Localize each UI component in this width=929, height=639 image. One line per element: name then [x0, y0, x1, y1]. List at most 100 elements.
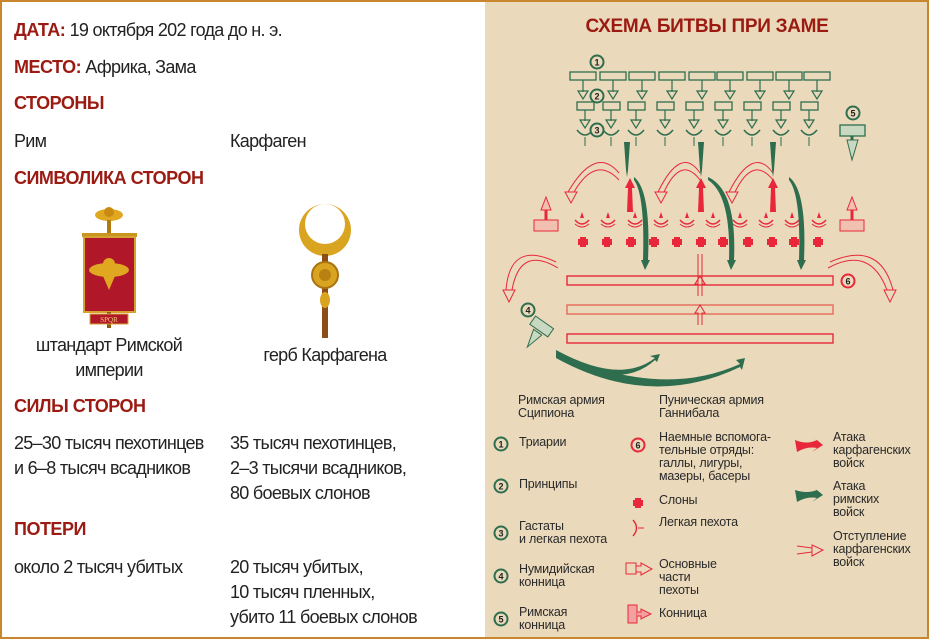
marker-2-icon: 2 — [493, 478, 509, 494]
roman-maniple-column — [800, 71, 831, 146]
triarii-unit — [628, 71, 656, 81]
main-infantry-icon — [625, 562, 654, 576]
text-line: войск — [833, 555, 865, 569]
roman-attack-arrow — [624, 142, 630, 177]
text-line: Римская — [519, 605, 568, 619]
roman-maniple-column — [714, 71, 744, 146]
elephant-unit — [626, 237, 636, 247]
battle-scheme-panel: СХЕМА БИТВЫ ПРИ ЗАМЕ 1 2 3 5 4 6 Римская арми… — [485, 0, 929, 639]
advance-arrow — [694, 254, 706, 285]
marker-number: 3 — [498, 529, 503, 539]
elephant-unit — [672, 237, 682, 247]
roman-cavalry-unit — [839, 124, 866, 162]
place-value: Африка, Зама — [85, 57, 196, 77]
principes-unit — [743, 101, 762, 111]
legend-punic-item: Конница — [659, 607, 707, 620]
numidian-cavalry-unit — [526, 315, 555, 349]
text-line: Триарии — [519, 435, 567, 449]
punic-cavalry-unit — [533, 195, 559, 232]
text-line: Конница — [659, 606, 707, 620]
punic-cavalry-unit — [839, 195, 865, 232]
principes-unit — [772, 101, 791, 111]
principes-unit — [800, 101, 819, 111]
cavalry-icon — [627, 604, 653, 624]
text-line: галлы, лигуры, — [659, 456, 743, 470]
marker-4-icon: 4 — [520, 302, 536, 318]
punic-light-infantry-unit — [574, 212, 590, 228]
triarii-unit — [746, 71, 774, 81]
triarii-unit — [803, 71, 831, 81]
elephant-unit — [696, 237, 706, 247]
punic-retreat-arrow — [725, 162, 774, 205]
triarii-unit — [775, 71, 803, 81]
marker-number: 6 — [635, 441, 640, 451]
caption-line: империи — [75, 360, 143, 380]
losses-carthage: 20 тысяч убитых,10 тысяч пленных,убито 1… — [230, 555, 418, 630]
text-line: карфагенских — [833, 443, 911, 457]
marker-number: 5 — [850, 109, 855, 119]
hastati-unit — [772, 129, 790, 136]
elephant-unit — [649, 237, 659, 247]
principes-unit — [685, 101, 704, 111]
hastati-unit — [714, 129, 732, 136]
eagle-top-icon — [95, 207, 123, 234]
text-line: конница — [519, 618, 566, 632]
punic-light-infantry-unit — [653, 212, 669, 228]
roman-standard-image: SPQR — [82, 207, 137, 328]
text-line: Римская армия — [518, 393, 605, 407]
punic-infantry-line — [566, 275, 834, 286]
hastati-unit — [627, 129, 645, 136]
roman-attack-arrow — [698, 142, 704, 177]
punic-light-infantry-unit — [679, 212, 695, 228]
numidian-attack-arrow — [556, 352, 745, 387]
marker-number: 5 — [498, 615, 503, 625]
losses-rome: около 2 тысяч убитых — [14, 557, 183, 577]
caption-line: штандарт Римской — [35, 335, 183, 355]
date-label: ДАТА: — [14, 20, 66, 40]
hastati-unit — [656, 129, 674, 136]
scheme-title: СХЕМА БИТВЫ ПРИ ЗАМЕ — [585, 16, 829, 37]
marker-number: 4 — [525, 306, 530, 316]
marker-5-icon: 5 — [845, 105, 861, 121]
triarii-unit — [688, 71, 716, 81]
forces-carthage: 35 тысяч пехотинцев,2–3 тысячи всадников… — [230, 431, 407, 506]
text-line: мазеры, басеры — [659, 469, 750, 483]
carthage-emblem-image — [299, 204, 351, 338]
legend-roman-item: Триарии — [519, 435, 567, 449]
text-line: Пуническая армия — [659, 393, 764, 407]
punic-retreat-arrow — [654, 162, 701, 205]
text-line: римских — [833, 492, 880, 506]
principes-unit — [627, 101, 646, 111]
light-infantry-icon — [632, 519, 638, 537]
symbols-heading: СИМВОЛИКА СТОРОН — [14, 168, 204, 188]
text-line: Легкая пехота — [659, 515, 738, 529]
roman-maniple-column — [599, 71, 627, 146]
battle-info-panel: ДАТА: 19 октября 202 года до н. э. МЕСТО… — [14, 20, 418, 630]
punic-light-infantry-unit — [600, 212, 616, 228]
elephant-unit — [578, 237, 588, 247]
marker-4-icon: 4 — [493, 568, 509, 584]
marker-number: 1 — [594, 58, 599, 68]
place-row: МЕСТО: Африка, Зама — [14, 55, 196, 80]
text-line: Гастаты — [519, 519, 564, 533]
hastati-unit — [743, 129, 761, 136]
marker-number: 2 — [498, 482, 503, 492]
roman-attack-arrow — [708, 177, 736, 270]
punic-light-infantry-unit — [705, 212, 721, 228]
text-line: Основные — [659, 557, 717, 571]
advance-arrow — [694, 304, 706, 325]
date-value: 19 октября 202 года до н. э. — [69, 20, 283, 40]
elephant-unit — [602, 237, 612, 247]
marker-5-icon: 5 — [493, 611, 509, 627]
text-line: и легкая пехота — [519, 532, 607, 546]
sides-heading: СТОРОНЫ — [14, 93, 105, 113]
elephant-unit — [813, 237, 823, 247]
text-line: пехоты — [659, 583, 699, 597]
roman-maniple-column — [772, 71, 803, 146]
text-line: Нумидийская — [519, 562, 595, 576]
punic-retreat-arrow — [502, 254, 559, 304]
legend-punic-item: Слоны — [659, 494, 698, 507]
